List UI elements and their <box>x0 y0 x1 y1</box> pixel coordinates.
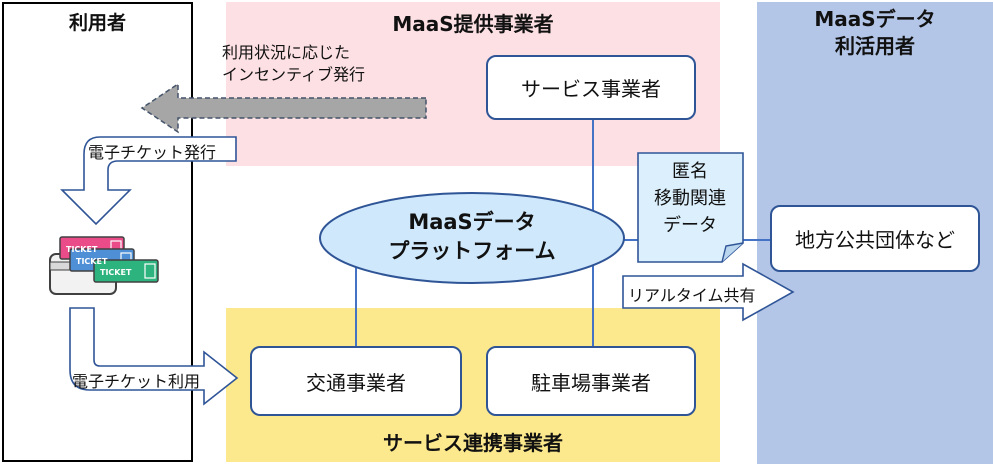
incentive-arrow <box>140 82 427 134</box>
realtime-label: リアルタイム共有 <box>628 286 756 305</box>
platform-label-line2: プラットフォーム <box>388 239 556 263</box>
ticket-issue-label: 電子チケット発行 <box>88 143 217 162</box>
anon-data-text: 匿名 移動関連 データ <box>640 158 740 239</box>
data-user-title-line1: MaaSデータ <box>814 7 936 31</box>
anon-data-line3: データ <box>663 215 717 236</box>
realtime-arrow <box>622 262 795 322</box>
ticket-use-label: 電子チケット利用 <box>72 372 201 391</box>
data-user-title-line2: 利活用者 <box>835 34 915 58</box>
platform-ellipse <box>319 192 625 284</box>
ticket-label-3: TICKET <box>100 268 132 277</box>
ticket-issue-arrow <box>60 136 237 226</box>
incentive-label: 利用状況に応じた インセンティブ発行 <box>222 42 365 86</box>
ticket-label-2: TICKET <box>76 257 108 266</box>
transport-operator-box: 交通事業者 <box>250 346 462 416</box>
service-provider-box: サービス事業者 <box>486 55 696 120</box>
platform-label: MaaSデータ プラットフォーム <box>320 208 624 266</box>
ticket-use-arrow <box>69 307 239 406</box>
anon-data-line2: 移動関連 <box>654 188 726 209</box>
partner-region-title: サービス連携事業者 <box>383 431 563 455</box>
incentive-label-line2: インセンティブ発行 <box>222 65 366 84</box>
anon-data-line1: 匿名 <box>672 161 708 182</box>
platform-label-line1: MaaSデータ <box>408 210 536 234</box>
incentive-label-line1: 利用状況に応じた <box>222 43 351 62</box>
local-government-box: 地方公共団体など <box>770 205 980 272</box>
data-user-region-title: MaaSデータ 利活用者 <box>757 6 993 60</box>
user-region-title: 利用者 <box>68 12 126 34</box>
parking-operator-box: 駐車場事業者 <box>486 346 696 416</box>
provider-region-title: MaaS提供事業者 <box>392 12 554 36</box>
ticket-label-1: TICKET <box>66 245 98 254</box>
ticket-wallet-icon: TICKET TICKET TICKET <box>49 236 159 295</box>
